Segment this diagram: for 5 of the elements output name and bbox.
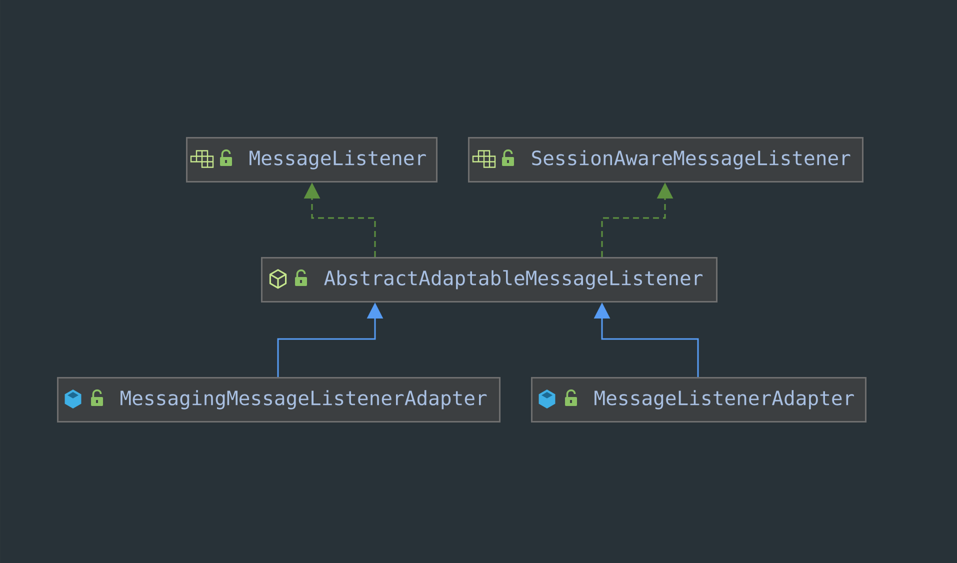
class-box: SessionAwareMessageListener (468, 137, 864, 182)
class-box: MessageListener (186, 137, 438, 182)
class-box: MessageListenerAdapter (531, 377, 866, 422)
class-box: MessagingMessageListenerAdapter (57, 377, 500, 422)
class-box: AbstractAdaptableMessageListener (261, 257, 718, 302)
